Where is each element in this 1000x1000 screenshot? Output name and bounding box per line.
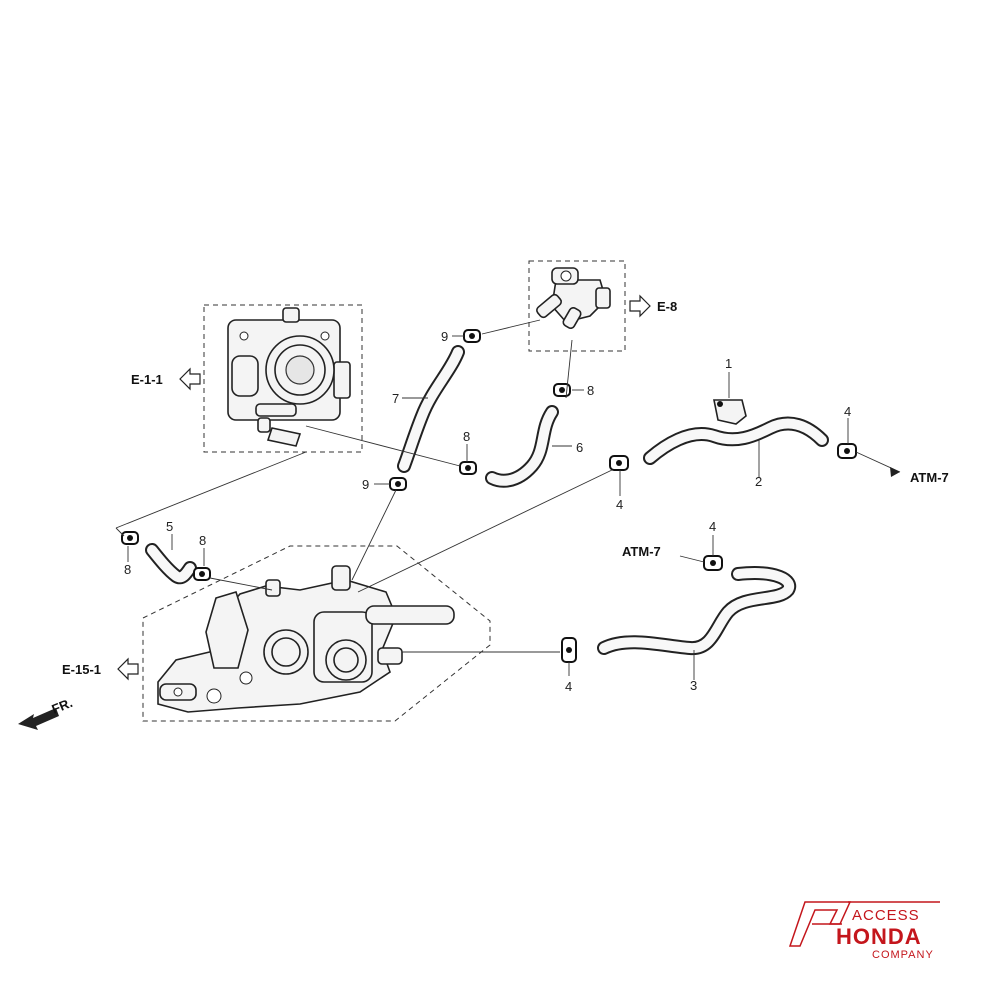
upper-fitting-group-box: [528, 260, 626, 352]
hose-bracket: [713, 399, 747, 425]
callout-8: 8: [124, 562, 131, 577]
callout-9: 9: [441, 329, 448, 344]
logo-honda-text: HONDA: [836, 924, 922, 949]
arrow-right-icon: [890, 467, 900, 477]
ref-e-8-label: E-8: [657, 299, 677, 314]
hose-clamp-icon: [463, 329, 481, 343]
throttle-body: [227, 307, 351, 447]
hose-clamp-icon: [703, 555, 723, 571]
access-honda-logo: ACCESS HONDA COMPANY: [788, 901, 940, 961]
hose-clamp-icon: [553, 383, 571, 397]
callout-1: 1: [725, 356, 732, 371]
callout-4: 4: [565, 679, 572, 694]
callout-3: 3: [690, 678, 697, 693]
water-outlet-housing: [157, 565, 455, 713]
hose-2: [643, 416, 829, 465]
logo-company-text: COMPANY: [872, 949, 934, 961]
ref-atm-7-left-label: ATM-7: [622, 544, 661, 559]
front-direction: FR.: [18, 695, 75, 730]
callout-8: 8: [587, 383, 594, 398]
logo-access-text: ACCESS: [852, 907, 920, 924]
callout-8: 8: [199, 533, 206, 548]
callout-4: 4: [616, 497, 623, 512]
arrow-left-icon: [179, 367, 201, 391]
ref-e-1-1-label: E-1-1: [131, 372, 163, 387]
hose-6: [485, 405, 559, 488]
hose-clamp-icon: [609, 455, 629, 471]
callout-6: 6: [576, 440, 583, 455]
ref-e-15-1-label: E-15-1: [62, 662, 101, 677]
hose-clamp-icon: [561, 637, 577, 663]
ref-e-1-1[interactable]: E-1-1: [131, 367, 201, 391]
hose-5: [145, 543, 197, 585]
hose-3: [597, 566, 796, 656]
leader-lines: [115, 319, 901, 680]
ref-atm-7-right-label: ATM-7: [910, 470, 949, 485]
arrow-right-icon: [629, 294, 651, 318]
callout-9: 9: [362, 477, 369, 492]
upper-water-fitting: [536, 267, 611, 329]
ref-atm-7-right[interactable]: ATM-7: [890, 467, 949, 485]
hose-clamp-icon: [459, 461, 477, 475]
hose-clamp-icon: [121, 531, 139, 545]
front-arrow-icon: [18, 708, 59, 730]
water-outlet-group-box: [142, 545, 491, 722]
front-label: FR.: [50, 695, 75, 717]
hose-clamp-icon: [389, 477, 407, 491]
arrow-left-icon: [117, 657, 139, 681]
hose-clamp-icon: [837, 443, 857, 459]
ref-e-15-1[interactable]: E-15-1: [62, 657, 139, 681]
callout-5: 5: [166, 519, 173, 534]
callout-2: 2: [755, 474, 762, 489]
callout-8: 8: [463, 429, 470, 444]
callout-4: 4: [844, 404, 851, 419]
hose-7: [397, 345, 465, 473]
callout-4: 4: [709, 519, 716, 534]
ref-e-8[interactable]: E-8: [629, 294, 677, 318]
hose-clamp-icon: [193, 567, 211, 581]
callout-7: 7: [392, 391, 399, 406]
ref-atm-7-left[interactable]: ATM-7: [622, 544, 661, 559]
